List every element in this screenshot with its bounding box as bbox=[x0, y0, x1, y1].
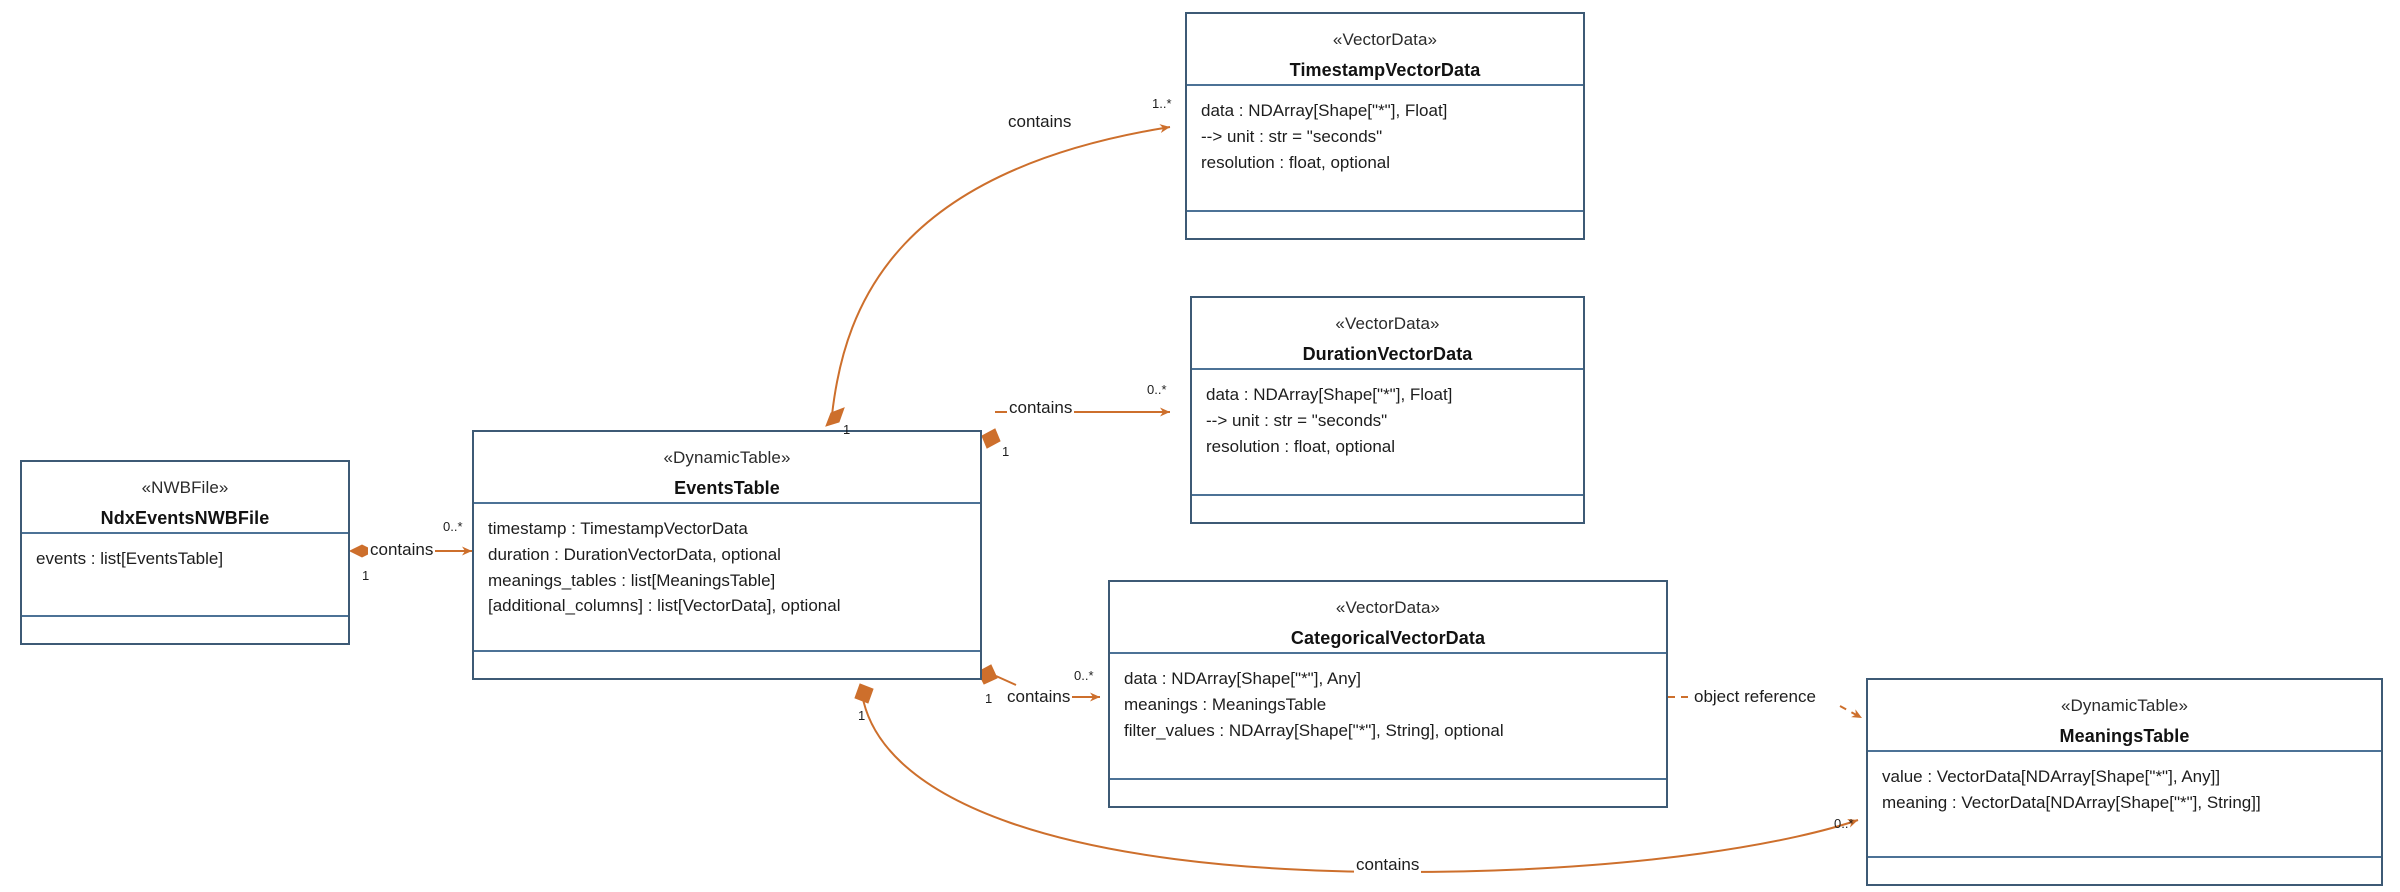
class-stereotype: «VectorData» bbox=[1335, 314, 1440, 333]
class-stereotype: «DynamicTable» bbox=[663, 448, 791, 467]
class-methods-ndx-events-nwbfile bbox=[22, 617, 348, 643]
class-attribute: [additional_columns] : list[VectorData],… bbox=[488, 596, 841, 616]
class-attribute: timestamp : TimestampVectorData bbox=[488, 519, 748, 538]
class-stereotype: «NWBFile» bbox=[141, 478, 229, 497]
class-header-duration-vector-data: «VectorData» DurationVectorData bbox=[1192, 298, 1583, 370]
class-attribute: data : NDArray[Shape["*"], Any] bbox=[1124, 669, 1361, 688]
class-attribute: resolution : float, optional bbox=[1206, 436, 1396, 456]
class-attribute: resolution : float, optional bbox=[1201, 152, 1391, 172]
class-methods-timestamp-vector-data bbox=[1187, 212, 1583, 238]
class-header-categorical-vector-data: «VectorData» CategoricalVectorData bbox=[1110, 582, 1666, 654]
mult-timestamp-source: 1 bbox=[843, 422, 851, 437]
class-attribute: duration : DurationVectorData, optional bbox=[488, 544, 781, 564]
class-methods-duration-vector-data bbox=[1192, 496, 1583, 522]
class-box-meanings-table[interactable]: «DynamicTable» MeaningsTable value : Vec… bbox=[1866, 678, 2383, 886]
mult-duration-target: 0..* bbox=[1147, 382, 1167, 397]
class-box-categorical-vector-data[interactable]: «VectorData» CategoricalVectorData data … bbox=[1108, 580, 1668, 808]
edge-label-nwbfile-to-eventstable: contains bbox=[368, 540, 436, 560]
class-attribute: data : NDArray[Shape["*"], Float] bbox=[1201, 101, 1448, 120]
class-attribute: events : list[EventsTable] bbox=[36, 549, 224, 568]
mult-categorical-source: 1 bbox=[985, 691, 993, 706]
class-stereotype: «DynamicTable» bbox=[2060, 696, 2189, 715]
class-attribute: data : NDArray[Shape["*"], Float] bbox=[1206, 385, 1453, 404]
class-name: CategoricalVectorData bbox=[1290, 627, 1486, 648]
edge-label-eventstable-to-categorical: contains bbox=[1005, 687, 1073, 707]
class-methods-categorical-vector-data bbox=[1110, 780, 1666, 806]
class-box-duration-vector-data[interactable]: «VectorData» DurationVectorData data : N… bbox=[1190, 296, 1585, 524]
class-attribute: filter_values : NDArray[Shape["*"], Stri… bbox=[1124, 720, 1504, 740]
mult-nwbfile-target: 0..* bbox=[443, 519, 463, 534]
edge-label-eventstable-to-timestamp: contains bbox=[1006, 112, 1074, 132]
edge-label-categorical-to-meaningstable: object reference bbox=[1692, 687, 1818, 707]
class-box-ndx-events-nwbfile[interactable]: «NWBFile» NdxEventsNWBFile events : list… bbox=[20, 460, 350, 645]
class-attribute: --> unit : str = "seconds" bbox=[1206, 410, 1388, 430]
class-stereotype: «VectorData» bbox=[1335, 598, 1441, 617]
class-attribute: meanings_tables : list[MeaningsTable] bbox=[488, 570, 776, 590]
class-attributes-meanings-table: value : VectorData[NDArray[Shape["*"], A… bbox=[1868, 752, 2381, 858]
class-header-meanings-table: «DynamicTable» MeaningsTable bbox=[1868, 680, 2381, 752]
class-attribute: --> unit : str = "seconds" bbox=[1201, 126, 1383, 146]
class-header-timestamp-vector-data: «VectorData» TimestampVectorData bbox=[1187, 14, 1583, 86]
class-attributes-ndx-events-nwbfile: events : list[EventsTable] bbox=[22, 534, 348, 617]
class-attributes-events-table: timestamp : TimestampVectorData duration… bbox=[474, 504, 980, 652]
class-box-events-table[interactable]: «DynamicTable» EventsTable timestamp : T… bbox=[472, 430, 982, 680]
class-attributes-categorical-vector-data: data : NDArray[Shape["*"], Any] meanings… bbox=[1110, 654, 1666, 780]
class-name: NdxEventsNWBFile bbox=[100, 507, 270, 528]
class-attribute: meanings : MeaningsTable bbox=[1124, 694, 1327, 714]
class-attribute: meaning : VectorData[NDArray[Shape["*"],… bbox=[1882, 792, 2261, 812]
class-attributes-duration-vector-data: data : NDArray[Shape["*"], Float] --> un… bbox=[1192, 370, 1583, 496]
class-header-events-table: «DynamicTable» EventsTable bbox=[474, 432, 980, 504]
class-methods-events-table bbox=[474, 652, 980, 678]
class-name: MeaningsTable bbox=[2059, 725, 2190, 746]
class-stereotype: «VectorData» bbox=[1332, 30, 1438, 49]
edge-eventstable-to-timestamp bbox=[825, 124, 1171, 427]
mult-meaningstable-target: 0..* bbox=[1834, 816, 1854, 831]
mult-meaningstable-source: 1 bbox=[858, 708, 866, 723]
edge-label-eventstable-to-meaningstable: contains bbox=[1354, 855, 1422, 875]
mult-nwbfile-source: 1 bbox=[362, 568, 370, 583]
class-name: TimestampVectorData bbox=[1289, 59, 1481, 80]
class-name: DurationVectorData bbox=[1302, 343, 1473, 364]
class-attribute: value : VectorData[NDArray[Shape["*"], A… bbox=[1882, 767, 2221, 786]
edge-label-eventstable-to-duration: contains bbox=[1007, 398, 1075, 418]
class-box-timestamp-vector-data[interactable]: «VectorData» TimestampVectorData data : … bbox=[1185, 12, 1585, 240]
mult-timestamp-target: 1..* bbox=[1152, 96, 1172, 111]
mult-duration-source: 1 bbox=[1002, 444, 1010, 459]
class-attributes-timestamp-vector-data: data : NDArray[Shape["*"], Float] --> un… bbox=[1187, 86, 1583, 212]
mult-categorical-target: 0..* bbox=[1074, 668, 1094, 683]
class-header-ndx-events-nwbfile: «NWBFile» NdxEventsNWBFile bbox=[22, 462, 348, 534]
class-name: EventsTable bbox=[674, 477, 780, 498]
class-methods-meanings-table bbox=[1868, 858, 2381, 884]
